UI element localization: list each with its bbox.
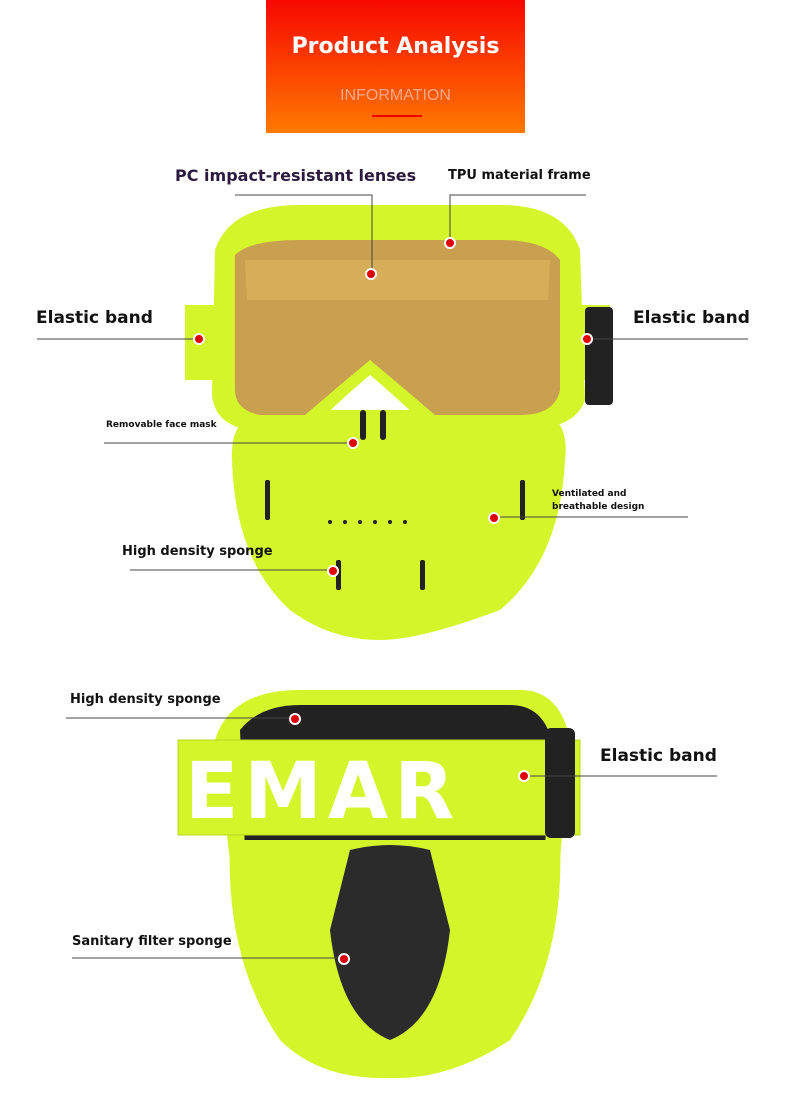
label-frame: TPU material frame bbox=[448, 168, 591, 183]
back-mask-image: EMAR bbox=[177, 690, 581, 1079]
callout-dots bbox=[193, 237, 593, 965]
label-ventilated: Ventilated and breathable design bbox=[552, 489, 645, 512]
front-mask-image bbox=[185, 205, 613, 640]
label-sponge-back: High density sponge bbox=[70, 692, 221, 707]
header-banner: Product Analysis INFORMATION bbox=[266, 0, 525, 133]
label-sponge-top: High density sponge bbox=[122, 544, 273, 559]
title-underline bbox=[372, 115, 422, 117]
label-filter: Sanitary filter sponge bbox=[72, 934, 232, 949]
filter-sponge bbox=[330, 845, 450, 1040]
page-title: Product Analysis bbox=[291, 34, 500, 59]
label-band-left: Elastic band bbox=[36, 308, 153, 328]
face-mask bbox=[231, 410, 566, 640]
leader-lines bbox=[37, 194, 748, 959]
label-band-back: Elastic band bbox=[600, 746, 717, 766]
label-band-right: Elastic band bbox=[633, 308, 750, 328]
label-lenses: PC impact-resistant lenses bbox=[175, 166, 417, 185]
strap-text: EMAR bbox=[185, 747, 460, 837]
page-subtitle: INFORMATION bbox=[340, 87, 451, 104]
label-face-mask: Removable face mask bbox=[106, 420, 217, 430]
elastic-strap bbox=[177, 739, 581, 836]
